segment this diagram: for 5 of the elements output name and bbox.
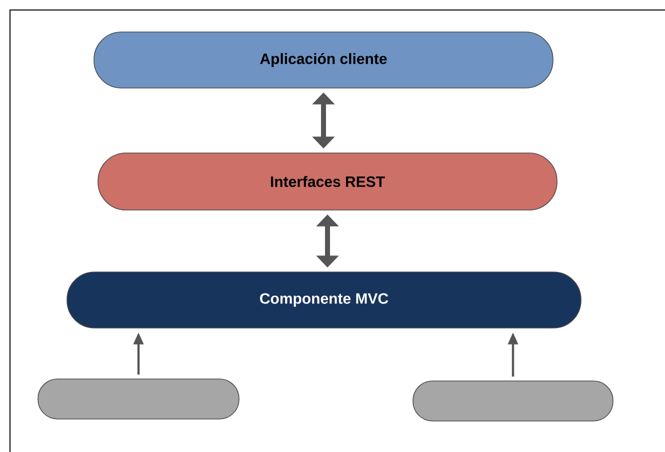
empty-box bbox=[38, 378, 240, 420]
empty-box bbox=[412, 380, 614, 422]
process-box: Aplicación cliente bbox=[94, 32, 554, 88]
process-box: Componente MVC bbox=[66, 272, 582, 328]
process-box: Interfaces REST bbox=[98, 152, 558, 210]
